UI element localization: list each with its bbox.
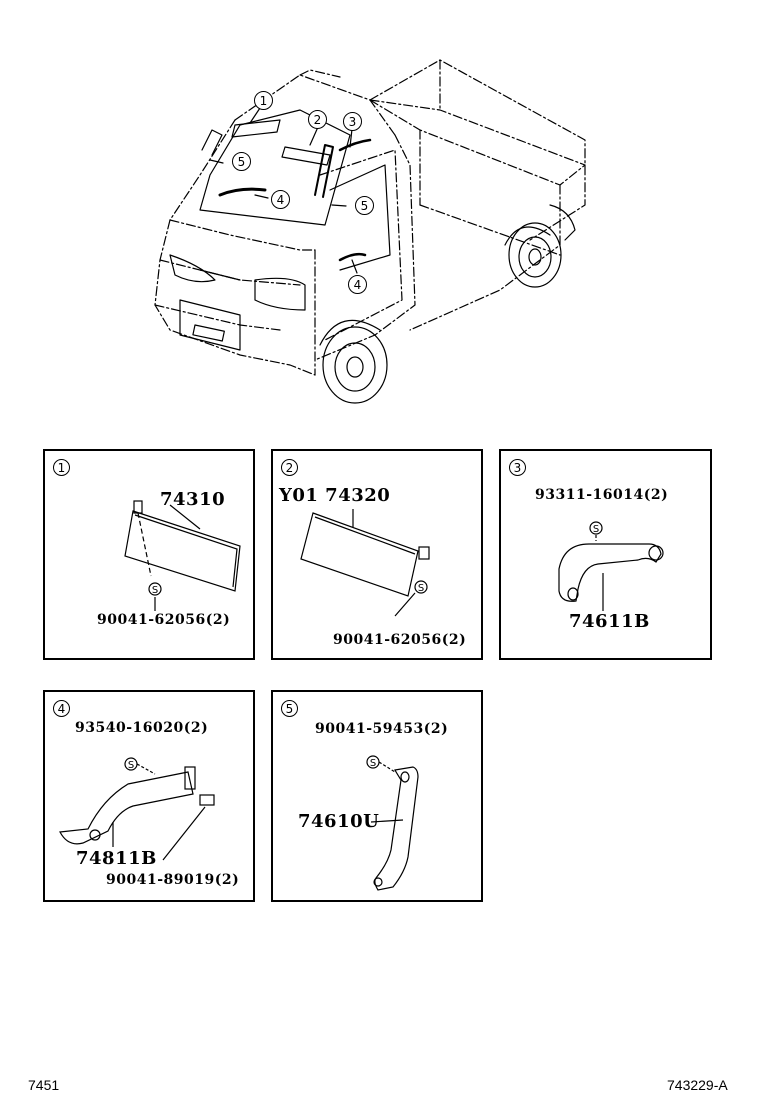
overview-callout-3: 3 (343, 112, 362, 131)
panel-number: 3 (509, 459, 526, 476)
overview-callout-4a: 4 (271, 190, 290, 209)
panel-number: 2 (281, 459, 298, 476)
part-number-93540-16020: 93540-16020(2) (75, 720, 209, 736)
part-number-74610U: 74610U (298, 811, 380, 832)
overview-callout-1: 1 (254, 91, 273, 110)
detail-panel-4: 4 S 93540-16020(2) 74811B 90041-89019(2) (43, 690, 255, 902)
assist-grip-drawing: S (366, 755, 419, 891)
part-number-90041-62056: 90041-62056(2) (333, 632, 467, 648)
overview-callout-5a: 5 (232, 152, 251, 171)
detail-panel-1: 1 S 74310 90041-62056(2) (43, 449, 255, 660)
panel-number: 1 (53, 459, 70, 476)
part-number-90041-89019: 90041-89019(2) (106, 872, 240, 888)
svg-text:S: S (128, 760, 134, 771)
part-number-90041-62056: 90041-62056(2) (97, 612, 231, 628)
part-number-74611B: 74611B (569, 611, 650, 632)
part-number-93311-16014: 93311-16014(2) (535, 487, 669, 503)
part-number-74310: 74310 (160, 489, 226, 510)
overview-callout-5b: 5 (355, 196, 374, 215)
detail-panel-5: 5 S 90041-59453(2) 74610U (271, 690, 483, 902)
panel-number: 4 (53, 700, 70, 717)
svg-text:S: S (418, 583, 424, 594)
part-number-Y01-74320: Y01 74320 (279, 485, 391, 506)
part-number-74811B: 74811B (76, 848, 157, 869)
overview-callout-2: 2 (308, 110, 327, 129)
panel-number: 5 (281, 700, 298, 717)
footer-right-code: 743229-A (667, 1077, 728, 1093)
truck-overview-illustration (154, 59, 586, 404)
svg-text:S: S (370, 758, 376, 769)
footer-left-code: 7451 (28, 1077, 60, 1093)
overview-callout-4b: 4 (348, 275, 367, 294)
screw-symbol: S (152, 585, 158, 596)
sun-visor-drawing: S (124, 500, 241, 611)
assist-grip-drawing: S (59, 757, 215, 861)
sun-visor-drawing: S (300, 509, 430, 617)
detail-panel-2: 2 S Y01 74320 90041-62056(2) (271, 449, 483, 660)
svg-text:S: S (593, 524, 599, 535)
assist-grip-drawing: S (558, 521, 664, 611)
part-number-90041-59453: 90041-59453(2) (315, 721, 449, 737)
detail-panel-3: 3 S 93311-16014(2) 74611B (499, 449, 712, 660)
